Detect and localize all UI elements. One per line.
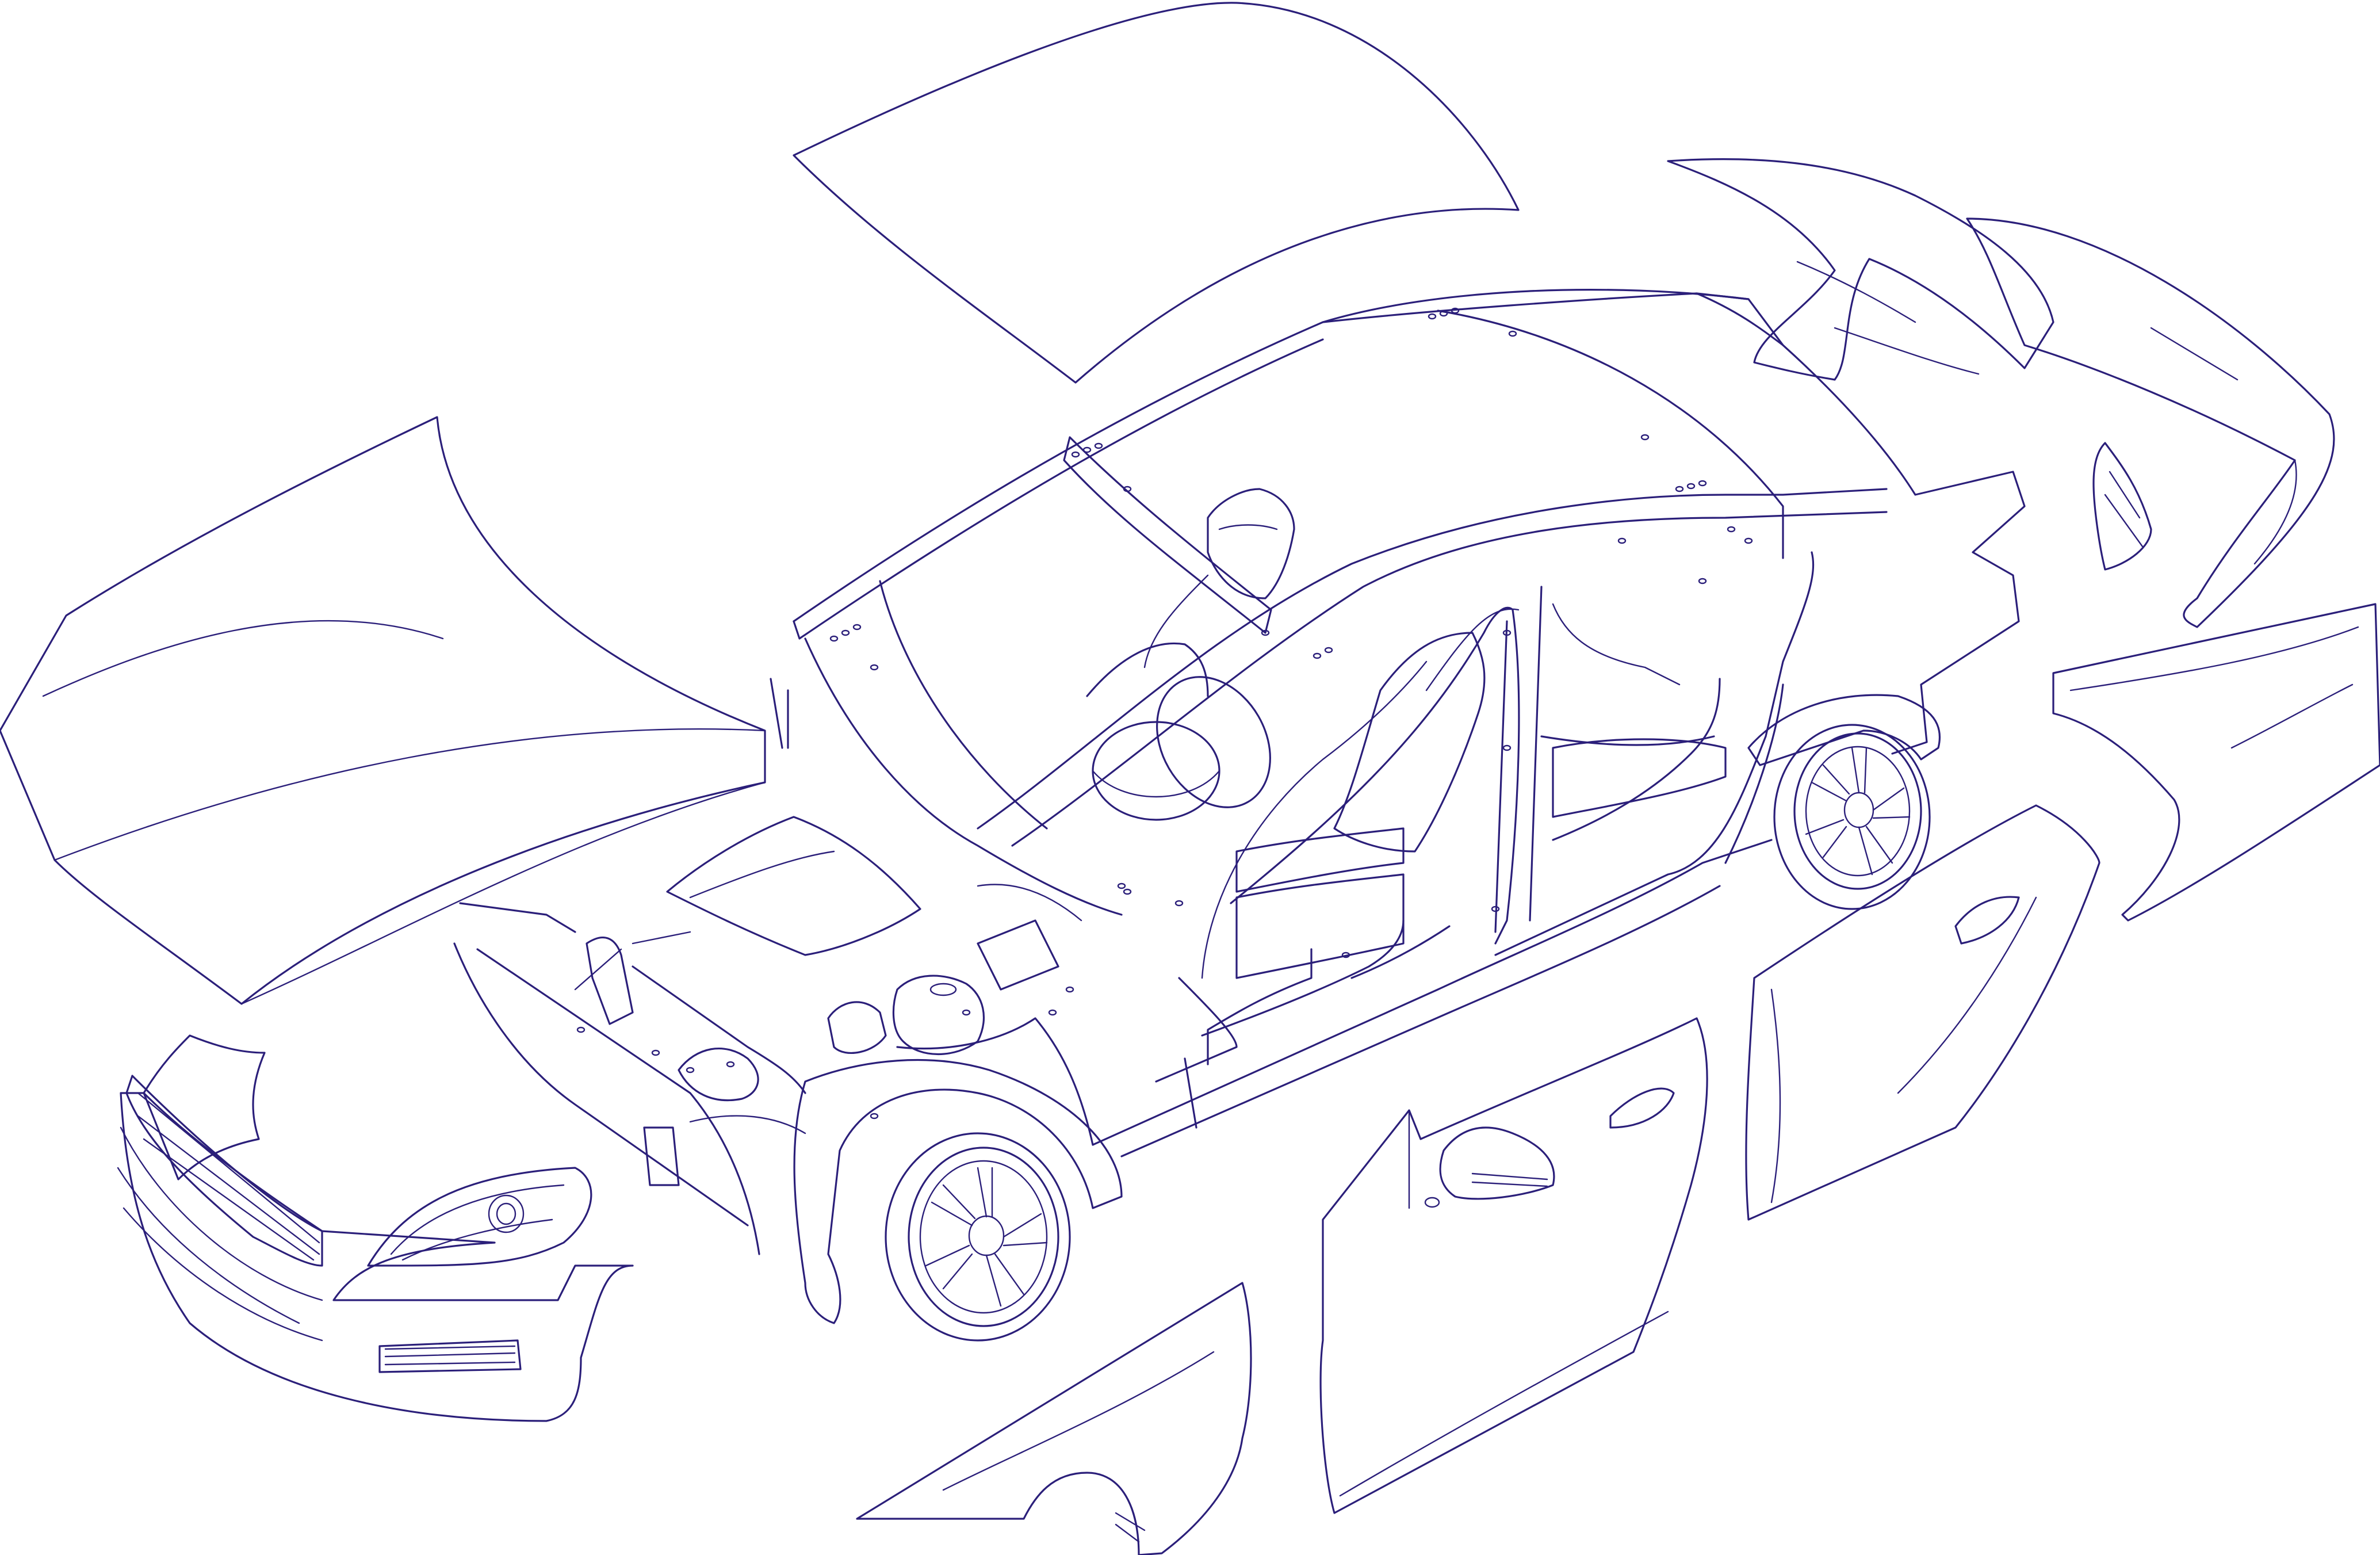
roof-panel-icon — [793, 2, 1520, 384]
seats-icon — [1086, 488, 1727, 979]
front-wheel-icon — [793, 1059, 1123, 1342]
headlight-icon — [367, 1167, 592, 1267]
tail-light-icon — [2092, 442, 2152, 571]
trunk-lid-icon — [1667, 158, 2054, 381]
rear-wheel-icon — [1747, 694, 1941, 910]
frame-rivets-icon — [576, 307, 1753, 1120]
hood-icon — [0, 416, 766, 1005]
engine-bay-icon — [453, 816, 1094, 1255]
rear-door-icon — [1745, 804, 2100, 1221]
rear-spoiler-icon — [1966, 217, 2335, 628]
front-bumper-icon — [117, 1034, 634, 1422]
side-mirror-icon — [1424, 1126, 1555, 1208]
front-fender-icon — [856, 1282, 1252, 1555]
front-door-icon — [1319, 1017, 1708, 1514]
body-in-white-frame-icon — [576, 289, 2026, 1157]
rear-quarter-panel-icon — [2052, 603, 2380, 922]
steering-wheel-icon — [1092, 676, 1271, 821]
